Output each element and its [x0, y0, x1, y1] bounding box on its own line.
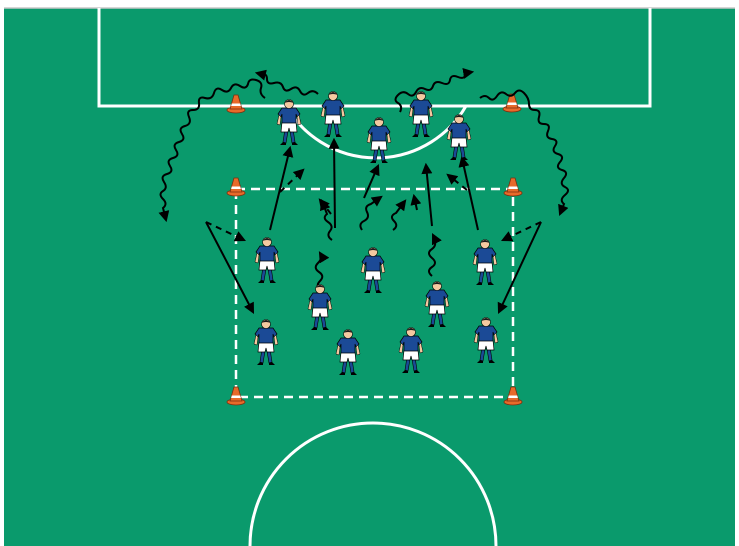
run-arrow: [334, 140, 335, 228]
